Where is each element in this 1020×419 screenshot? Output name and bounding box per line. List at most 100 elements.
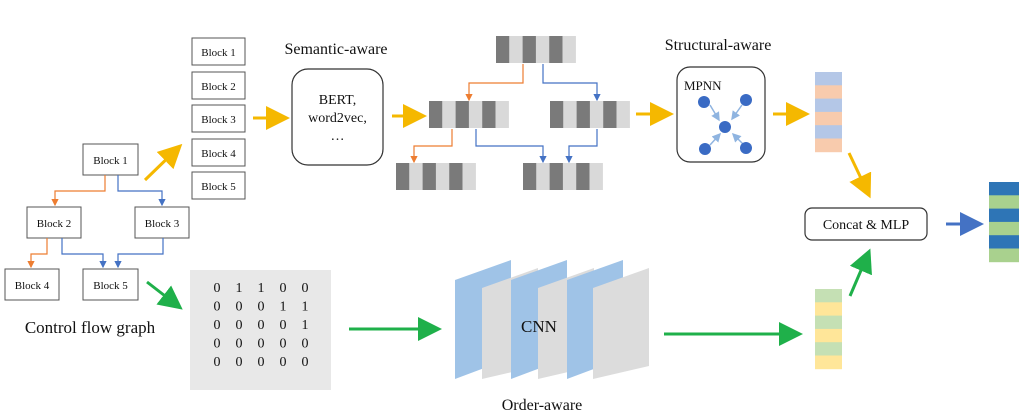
cnn-layers: CNN xyxy=(455,260,649,379)
matrix-cell: 0 xyxy=(258,318,265,333)
vector-cell xyxy=(462,163,476,190)
vector-cell xyxy=(535,36,550,63)
matrix-cell: 0 xyxy=(280,318,287,333)
embed-bert-label: BERT, xyxy=(319,93,356,108)
matrix-cell: 0 xyxy=(214,281,221,296)
vector-cell xyxy=(409,163,423,190)
vector-cell xyxy=(989,208,1019,223)
cfg-block-2: Block 2 xyxy=(26,206,82,239)
vector-cell xyxy=(522,36,536,63)
output-vector xyxy=(989,182,1019,263)
vector-cell xyxy=(576,163,590,190)
cfg-block-5: Block 5 xyxy=(82,268,139,301)
matrix-cell: 1 xyxy=(302,318,309,333)
matrix-cell: 0 xyxy=(302,355,309,370)
matrix-cell: 0 xyxy=(214,355,221,370)
vector-cell xyxy=(549,163,563,190)
vector-cell xyxy=(815,315,842,330)
vector-cell xyxy=(815,289,842,303)
arrow-ordvec-to-concat xyxy=(848,248,872,297)
block-list: Block 1 Block 2 Block 3 Block 4 Block 5 xyxy=(191,37,246,200)
matrix-cell: 0 xyxy=(280,337,287,352)
arrow-cfg-to-blocks xyxy=(143,143,183,182)
matrix-cell: 0 xyxy=(236,337,243,352)
embed-ellipsis-label: … xyxy=(331,129,345,144)
mpnn-edge xyxy=(731,132,745,146)
vec-edge-left-ll xyxy=(410,129,453,164)
cfg-block-3: Block 3 xyxy=(134,206,190,239)
vector-cell xyxy=(496,36,510,63)
vector-cell xyxy=(509,36,523,63)
block-list-item-1: Block 1 xyxy=(191,37,246,66)
semantic-aware-title: Semantic-aware xyxy=(284,41,387,58)
matrix-cell: 0 xyxy=(214,337,221,352)
vector-cell xyxy=(449,163,463,190)
cfg-edge-1-2 xyxy=(51,175,106,207)
block-list-label-4: Block 4 xyxy=(201,148,236,160)
vec-edge-top-right xyxy=(542,64,601,102)
matrix-cell: 0 xyxy=(214,300,221,315)
vector-cell xyxy=(815,125,842,139)
vector-cell xyxy=(562,36,576,63)
matrix-cell: 0 xyxy=(302,337,309,352)
matrix-cell: 0 xyxy=(280,281,287,296)
matrix-cell: 0 xyxy=(258,300,265,315)
matrix-cell: 0 xyxy=(236,355,243,370)
vector-cell xyxy=(482,101,496,128)
vector-cell xyxy=(429,101,443,128)
matrix-cell: 0 xyxy=(302,281,309,296)
vector-cell xyxy=(815,72,842,86)
matrix-cell: 1 xyxy=(302,300,309,315)
structural-aware-title: Structural-aware xyxy=(665,37,772,54)
mpnn-node xyxy=(698,96,710,108)
cfg-edge-1-3 xyxy=(117,175,166,207)
matrix-cell: 0 xyxy=(214,318,221,333)
order-embedding-vector xyxy=(815,289,842,370)
matrix-cell: 0 xyxy=(280,355,287,370)
block-list-label-5: Block 5 xyxy=(201,181,236,193)
cfg-caption: Control flow graph xyxy=(25,318,156,337)
vector-cell xyxy=(536,163,550,190)
matrix-cell: 0 xyxy=(258,355,265,370)
cnn-label: CNN xyxy=(521,317,557,336)
embedding-model-box: BERT, word2vec, … xyxy=(291,68,384,166)
vector-cell xyxy=(989,182,1019,196)
mpnn-edge xyxy=(709,104,720,122)
cnn-plane-gray xyxy=(593,268,649,379)
cfg-block-3-label: Block 3 xyxy=(145,218,180,230)
vector-cell xyxy=(815,302,842,316)
vector-cell xyxy=(549,36,563,63)
embedding-vector xyxy=(550,101,630,128)
vector-cell xyxy=(468,101,483,128)
vector-cell xyxy=(815,328,842,343)
vector-cell xyxy=(563,101,577,128)
vector-cell xyxy=(815,342,842,356)
vector-cell xyxy=(523,163,537,190)
matrix-cell: 1 xyxy=(280,300,287,315)
vector-cell xyxy=(396,163,410,190)
vector-cell xyxy=(576,101,590,128)
vec-edge-top-left xyxy=(465,64,524,102)
embedding-vector xyxy=(396,163,476,190)
cfg-block-2-label: Block 2 xyxy=(37,218,72,230)
block-list-item-4: Block 4 xyxy=(191,138,246,167)
vector-cell xyxy=(989,248,1019,263)
vector-cell xyxy=(435,163,450,190)
vector-cell xyxy=(455,101,469,128)
mpnn-node xyxy=(699,143,711,155)
block-list-item-3: Block 3 xyxy=(191,104,246,133)
block-list-item-5: Block 5 xyxy=(191,171,246,200)
mpnn-node xyxy=(719,121,731,133)
block-list-item-2: Block 2 xyxy=(191,71,246,100)
embedding-vector xyxy=(496,36,576,63)
vector-cell xyxy=(989,235,1019,249)
block-list-label-3: Block 3 xyxy=(201,114,236,126)
cfg-block-5-label: Block 5 xyxy=(93,280,128,292)
embedding-vector xyxy=(523,163,603,190)
cfg-edge-2-5 xyxy=(61,238,107,269)
vector-cell xyxy=(815,138,842,153)
arrow-semvec-to-concat xyxy=(847,152,872,199)
vector-cell xyxy=(442,101,456,128)
